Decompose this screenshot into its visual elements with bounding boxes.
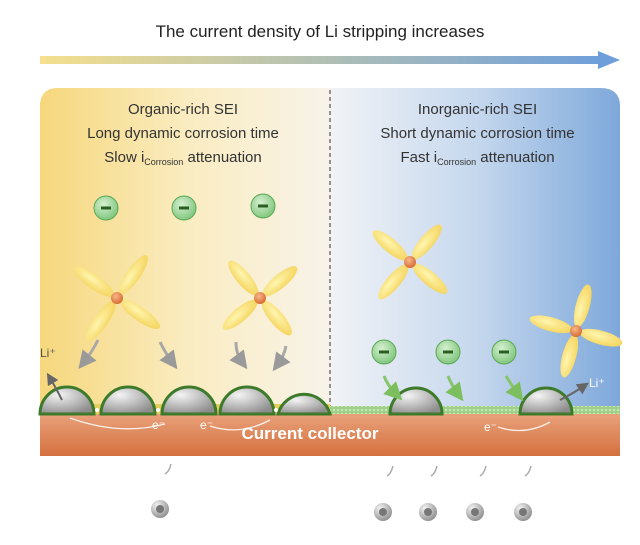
electron-label: e⁻: [200, 418, 214, 432]
solvated-li-cluster: [529, 284, 623, 378]
li-ion-arrow-right: [559, 382, 589, 401]
gray-arrows: [78, 339, 291, 372]
anions-right: [371, 339, 517, 365]
anion-icon: [435, 339, 461, 365]
anion-icon: [171, 195, 197, 221]
lithium-deposits-left: [38, 385, 332, 416]
released-electrons: [151, 463, 532, 521]
lithium-deposit: [160, 385, 218, 416]
solvated-li-cluster: [73, 254, 161, 342]
lithium-deposit: [218, 385, 276, 416]
organic-sei-text: Organic-rich SEI Long dynamic corrosion …: [48, 98, 318, 174]
current-collector: [40, 414, 620, 456]
inorganic-sei-layer: [330, 406, 620, 416]
electron-icon: [466, 503, 484, 521]
anion-icon: [250, 193, 276, 219]
li-ion-label-right: Li⁺: [589, 376, 605, 390]
diagram-title: The current density of Li stripping incr…: [155, 22, 485, 41]
lithium-deposits-right: [388, 386, 574, 416]
solvated-li-cluster: [372, 224, 448, 300]
green-arrows: [382, 375, 524, 402]
corrosion-time-label: Short dynamic corrosion time: [380, 125, 575, 142]
anion-icon: [93, 195, 119, 221]
lithium-deposit: [38, 385, 96, 416]
electron-icon: [151, 500, 169, 518]
organic-sei-panel: [40, 88, 330, 418]
electron-flow-paths: [69, 417, 551, 432]
electron-icon: [514, 503, 532, 521]
electron-icon: [419, 503, 437, 521]
lithium-deposit: [276, 392, 332, 416]
electron-label: e⁻: [484, 420, 498, 434]
corrosion-time-label: Long dynamic corrosion time: [87, 125, 279, 142]
anion-icon: [371, 339, 397, 365]
li-ion-label-left: Li⁺: [40, 346, 56, 360]
current-density-arrow: [40, 51, 620, 69]
anions-left: [93, 193, 276, 221]
anion-icon: [491, 339, 517, 365]
organic-sei-label: Organic-rich SEI: [127, 101, 239, 118]
electron-label: e⁻: [152, 418, 166, 432]
inorganic-sei-label: Inorganic-rich SEI: [417, 101, 538, 118]
attenuation-label: Slow iCorrosion attenuation: [104, 149, 262, 167]
lithium-deposit: [518, 386, 574, 416]
inorganic-sei-text: Inorganic-rich SEI Short dynamic corrosi…: [345, 98, 610, 174]
attenuation-label: Fast iCorrosion attenuation: [400, 149, 555, 167]
lithium-deposit: [99, 385, 157, 416]
li-ion-arrow-left: [46, 372, 63, 401]
electron-icon: [374, 503, 392, 521]
lithium-deposit: [388, 386, 444, 416]
inorganic-sei-panel: [330, 88, 620, 418]
solvated-li-cluster: [222, 260, 298, 336]
current-collector-label: Current collector: [241, 424, 379, 443]
